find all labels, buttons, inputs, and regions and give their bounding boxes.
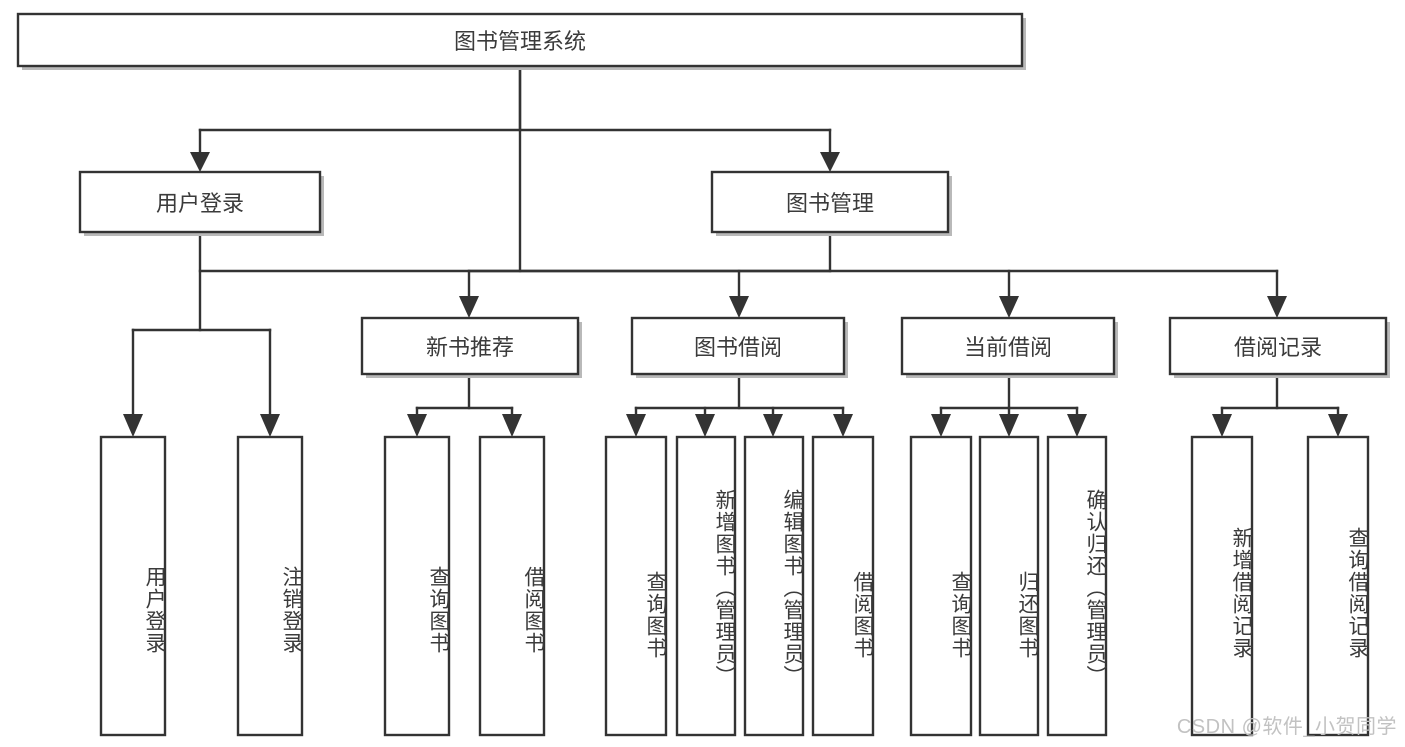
arrow-to-leaf-borrow-book-1 <box>502 414 522 437</box>
node-leaf-edit-book-admin[interactable] <box>743 435 805 737</box>
arrow-to-leaf-logout-login <box>260 414 280 437</box>
node-leaf-add-borrow-record[interactable] <box>1190 435 1254 737</box>
node-leaf-confirm-return-admin[interactable] <box>1046 435 1108 737</box>
node-borrow-record[interactable] <box>1168 316 1388 376</box>
arrow-to-leaf-query-borrow-record <box>1328 414 1348 437</box>
node-leaf-user-login[interactable] <box>99 435 167 737</box>
node-book-management[interactable] <box>710 170 950 234</box>
node-leaf-add-book-admin[interactable] <box>675 435 737 737</box>
arrow-to-leaf-edit-book-admin <box>763 414 783 437</box>
arrow-to-leaf-add-book-admin <box>695 414 715 437</box>
node-layer <box>16 12 1390 737</box>
arrow-to-book-management <box>820 152 840 172</box>
node-book-management-system[interactable] <box>16 12 1024 68</box>
arrow-to-new-book-recommend <box>459 296 479 318</box>
node-new-book-recommend[interactable] <box>360 316 580 376</box>
arrow-to-leaf-query-book-1 <box>407 414 427 437</box>
connector-layer <box>123 64 1348 437</box>
arrow-to-leaf-query-book-2 <box>626 414 646 437</box>
node-leaf-borrow-book-2[interactable] <box>811 435 875 737</box>
node-current-borrow[interactable] <box>900 316 1116 376</box>
node-leaf-logout-login[interactable] <box>236 435 304 737</box>
arrow-to-book-borrow <box>729 296 749 318</box>
arrow-to-user-login <box>190 152 210 172</box>
node-leaf-query-book-2[interactable] <box>604 435 668 737</box>
arrow-to-leaf-query-book-3 <box>931 414 951 437</box>
arrow-to-current-borrow <box>999 296 1019 318</box>
arrow-to-leaf-user-login <box>123 414 143 437</box>
node-user-login[interactable] <box>78 170 322 234</box>
node-leaf-query-book-3[interactable] <box>909 435 973 737</box>
arrow-to-borrow-record <box>1267 296 1287 318</box>
node-leaf-borrow-book-1[interactable] <box>478 435 546 737</box>
arrow-to-leaf-return-book <box>999 414 1019 437</box>
node-leaf-return-book[interactable] <box>978 435 1040 737</box>
arrow-to-leaf-borrow-book-2 <box>833 414 853 437</box>
node-leaf-query-book-1[interactable] <box>383 435 451 737</box>
node-leaf-query-borrow-record[interactable] <box>1306 435 1370 737</box>
arrow-to-leaf-confirm-return-admin <box>1067 414 1087 437</box>
arrow-to-leaf-add-borrow-record <box>1212 414 1232 437</box>
csdn-watermark: CSDN @软件_小贺同学 <box>1176 716 1397 738</box>
node-book-borrow[interactable] <box>630 316 846 376</box>
